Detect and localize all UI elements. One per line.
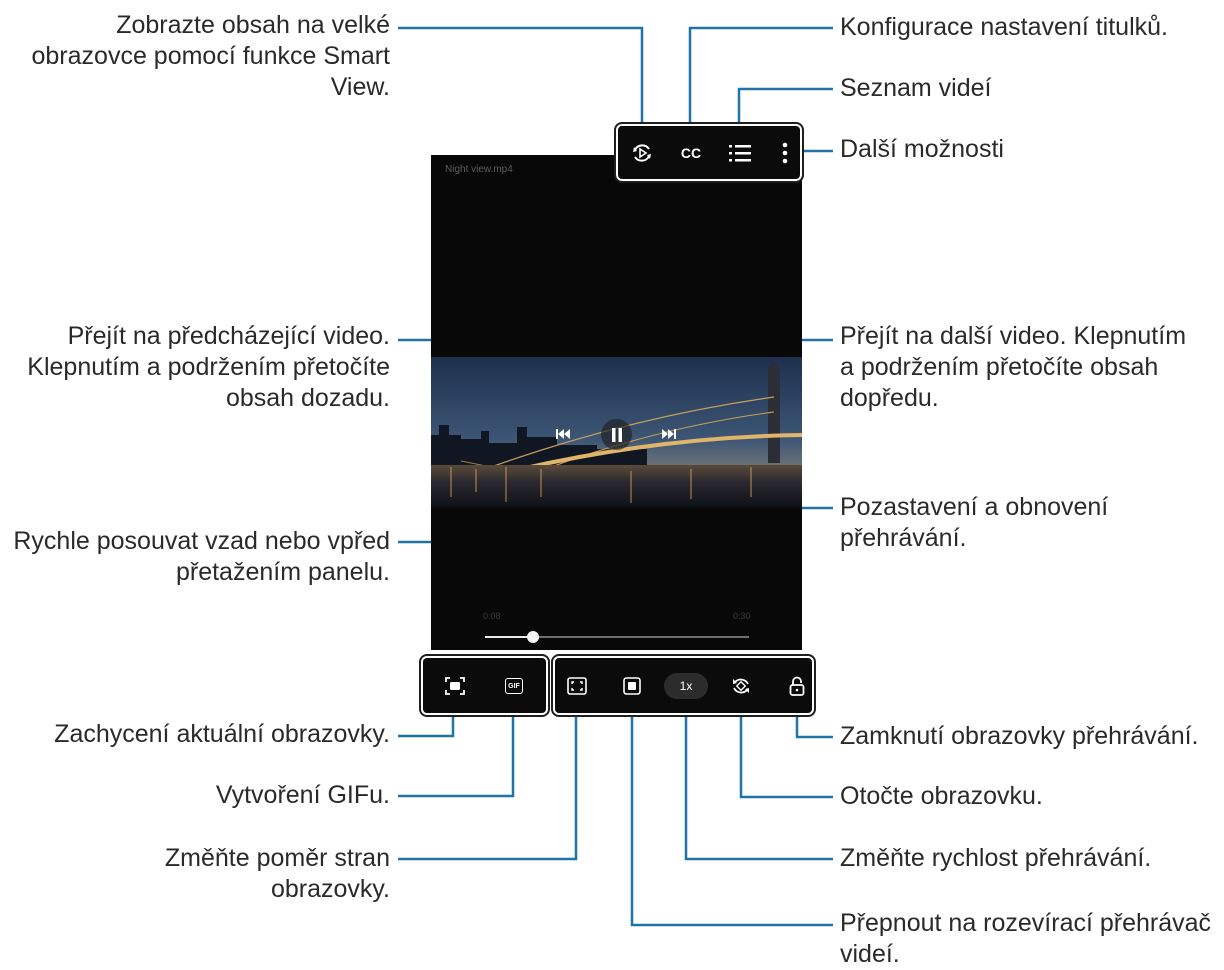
annotation-line: Zobrazte obsah na velké (116, 11, 390, 39)
annotation-line: dopředu. (840, 384, 939, 412)
screenshot-icon (445, 677, 465, 695)
bridge (460, 362, 802, 471)
river (431, 465, 802, 507)
annotation-line: Rychle posouvat vzad nebo vpřed (13, 527, 390, 555)
video-player-screen[interactable]: Night view.mp4 (431, 155, 802, 650)
video-list-button[interactable] (726, 139, 754, 167)
create-gif-button[interactable]: GIF (500, 672, 528, 700)
more-vertical-icon (782, 142, 788, 164)
light-reflections (450, 467, 752, 503)
playback-speed-button[interactable]: 1x (664, 673, 708, 699)
annotation-line: obrazovce pomocí funkce Smart (31, 42, 391, 70)
annotation-playback-speed: Změňte rychlost přehrávání. (840, 843, 1151, 874)
lock-screen-button[interactable] (783, 672, 811, 700)
annotation-line: Klepnutím a podržením přetočíte (27, 353, 390, 381)
top-toolbar: CC (614, 122, 804, 183)
annotation-create-gif: Vytvoření GIFu. (216, 780, 390, 811)
annotation-smart-view: Zobrazte obsah na velké obrazovce pomocí… (32, 10, 391, 103)
annotation-line: přehrávání. (840, 524, 967, 552)
popup-player-icon (623, 677, 641, 695)
annotation-line: Konfigurace nastavení titulků. (840, 13, 1168, 41)
annotation-seek-bar: Rychle posouvat vzad nebo vpřed přetažen… (13, 526, 390, 588)
annotation-previous-video: Přejít na předcházející video. Klepnutím… (27, 321, 390, 414)
seek-bar-progress (485, 636, 533, 638)
annotation-line: Změňte poměr stran (164, 844, 390, 872)
total-time: 0:30 (733, 611, 751, 621)
list-icon (729, 145, 751, 162)
rotate-screen-button[interactable] (727, 672, 755, 700)
annotation-rotate-screen: Otočte obrazovku. (840, 781, 1043, 812)
more-options-button[interactable] (774, 139, 796, 167)
subtitles-button[interactable]: CC (677, 139, 705, 167)
annotation-line: obrazovky. (270, 875, 390, 903)
rotate-icon (733, 678, 749, 694)
popup-player-button[interactable] (618, 672, 646, 700)
lock-icon (789, 676, 805, 696)
annotation-video-list: Seznam videí (840, 73, 991, 104)
annotation-line: Zamknutí obrazovky přehrávání. (840, 722, 1199, 750)
annotation-line: Pozastavení a obnovení (840, 493, 1109, 521)
capture-screen-button[interactable] (441, 672, 469, 700)
capture-toolbar: GIF (419, 654, 550, 717)
skip-previous-icon (556, 429, 570, 439)
video-file-title: Night view.mp4 (445, 164, 513, 175)
annotation-line: Zachycení aktuální obrazovky. (54, 720, 390, 748)
pause-icon (611, 427, 622, 442)
annotation-line: Změňte rychlost přehrávání. (840, 844, 1152, 872)
pause-button[interactable] (601, 419, 632, 450)
gif-icon: GIF (505, 678, 523, 694)
annotation-next-video: Přejít na další video. Klepnutím a podrž… (840, 321, 1186, 414)
seek-bar-thumb[interactable] (526, 631, 539, 643)
playback-toolbar: 1x (551, 654, 816, 717)
smart-view-button[interactable] (628, 139, 656, 167)
annotation-line: obsah dozadu. (225, 384, 390, 412)
annotation-line: videí. (840, 940, 900, 968)
annotation-line: Přejít na další video. Klepnutím (840, 322, 1187, 350)
annotation-popup-player: Přepnout na rozevírací přehrávač videí. (840, 908, 1211, 970)
next-video-button[interactable] (656, 421, 682, 447)
annotation-line: a podržením přetočíte obsah (840, 353, 1159, 381)
skip-next-icon (662, 429, 676, 439)
annotation-line: Vytvoření GIFu. (215, 781, 390, 809)
previous-video-button[interactable] (550, 421, 576, 447)
aspect-ratio-icon (567, 677, 587, 695)
smart-view-icon (633, 144, 651, 162)
annotation-capture-screen: Zachycení aktuální obrazovky. (54, 719, 390, 750)
seek-bar[interactable] (485, 636, 749, 638)
cc-icon: CC (680, 145, 702, 161)
annotation-pause-resume: Pozastavení a obnovení přehrávání. (840, 492, 1108, 554)
annotation-subtitles: Konfigurace nastavení titulků. (840, 12, 1168, 43)
annotation-lock-screen: Zamknutí obrazovky přehrávání. (840, 721, 1199, 752)
annotation-line: Otočte obrazovku. (840, 782, 1043, 810)
aspect-ratio-button[interactable] (563, 672, 591, 700)
annotation-line: Další možnosti (840, 135, 1004, 163)
elapsed-time: 0:08 (483, 611, 501, 621)
annotation-line: přetažením panelu. (175, 558, 390, 586)
annotation-line: Seznam videí (840, 74, 992, 102)
annotation-line: Přejít na předcházející video. (67, 322, 390, 350)
annotation-line: Přepnout na rozevírací přehrávač (840, 909, 1212, 937)
annotation-aspect-ratio: Změňte poměr stran obrazovky. (165, 843, 390, 905)
annotation-line: View. (330, 73, 390, 101)
annotation-more-options: Další možnosti (840, 134, 1004, 165)
